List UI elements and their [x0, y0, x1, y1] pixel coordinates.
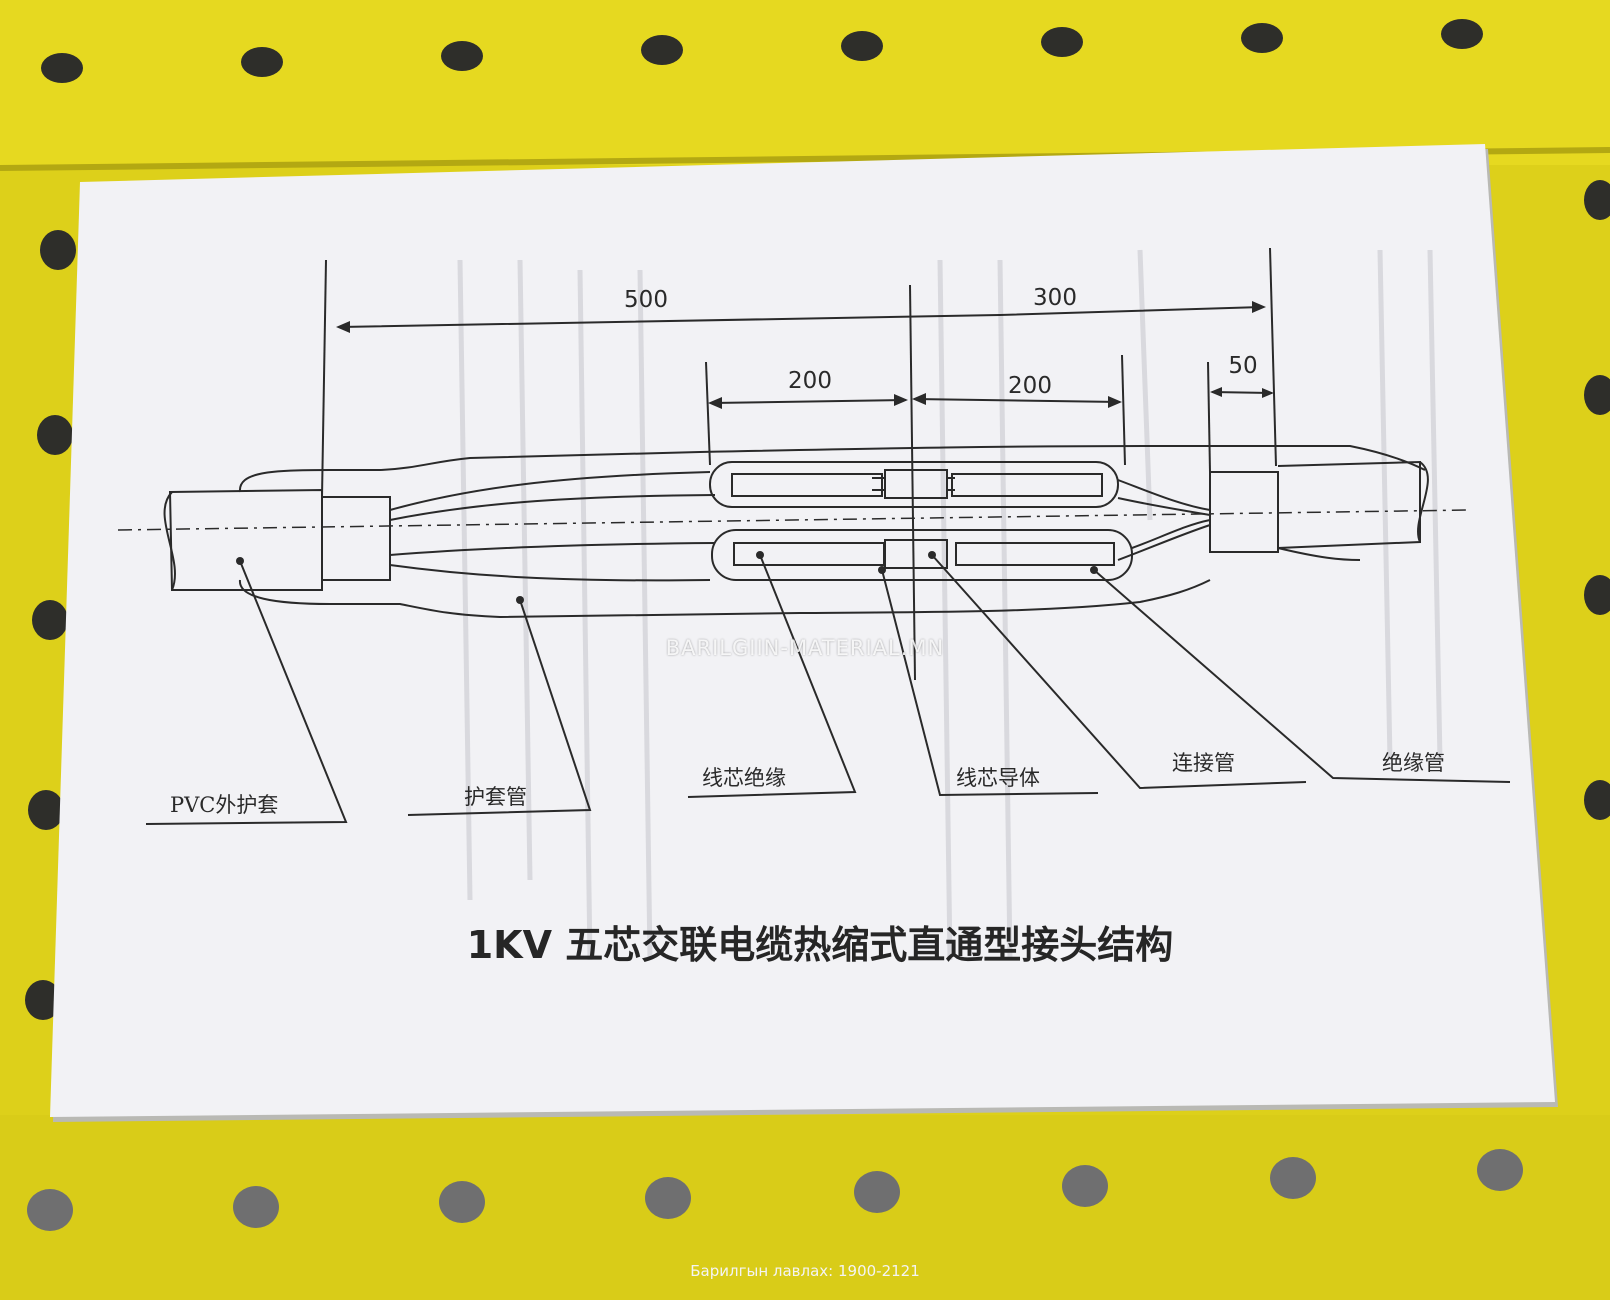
leader-sheath-tube [407, 599, 592, 816]
core-line [1117, 479, 1211, 511]
core-line [389, 542, 716, 556]
sheath-tube-bottom [238, 579, 1211, 619]
board-hole [37, 415, 73, 455]
upper-insulation-tube [709, 461, 1119, 508]
board-hole [41, 53, 83, 83]
label-sheath-tube: 护套管 [464, 785, 527, 809]
dimension-line-overall [339, 306, 1263, 328]
board-hole [1584, 180, 1610, 220]
center-line [117, 509, 1471, 531]
core-line [389, 494, 716, 521]
upper-connector-tube [884, 469, 948, 499]
leader-dot [928, 551, 936, 559]
arrowhead [1108, 396, 1122, 408]
board-hole [1584, 780, 1610, 820]
extension-line [705, 361, 711, 466]
label-pvc-sheath: PVC外护套 [170, 793, 278, 817]
board-hole [27, 1189, 73, 1231]
leader-pvc-sheath [145, 560, 348, 825]
right-cable-end [1277, 460, 1421, 549]
extension-line [1207, 361, 1211, 473]
label-core-conductor: 线芯导体 [956, 766, 1040, 790]
paper-sheet [50, 144, 1555, 1117]
core-line [389, 564, 711, 582]
board-hole [32, 600, 68, 640]
upper-core-insulation [731, 473, 883, 497]
leader-insulation-tube [1093, 569, 1511, 783]
core-line [1131, 519, 1211, 549]
right-sheath-edge [1277, 547, 1361, 561]
arrowhead [1210, 387, 1222, 397]
footer-caption: Барилгын лавлах: 1900-2121 [690, 1262, 920, 1280]
extension-line [909, 284, 916, 681]
leader-connector-tube [931, 554, 1307, 790]
board-hole [1584, 575, 1610, 615]
board-hole [233, 1186, 279, 1228]
arrowhead [336, 321, 350, 333]
board-holes [25, 19, 1610, 1231]
arrowhead [912, 393, 926, 405]
watermark: BARILGIIN-MATERIAL.MN [665, 636, 945, 660]
lower-core-insulation-right [955, 542, 1115, 566]
dimension-line-inner-right [913, 398, 1121, 403]
board-hole [1041, 27, 1083, 57]
extension-line [1121, 354, 1126, 466]
leader-dot [1090, 566, 1098, 574]
arrowhead [708, 397, 722, 409]
core-line [1117, 524, 1211, 561]
leader-dot [756, 551, 764, 559]
core-line [1117, 497, 1211, 516]
board-hole [441, 41, 483, 71]
leader-core-insulation [687, 554, 857, 798]
leader-dots [236, 551, 1098, 604]
board-hole [439, 1181, 485, 1223]
board-hole [1270, 1157, 1316, 1199]
arrowhead [1262, 388, 1274, 398]
board-hole [1477, 1149, 1523, 1191]
cable-joint-drawing [117, 247, 1511, 825]
right-cable-break [1417, 461, 1429, 543]
label-insulation-tube: 绝缘管 [1382, 751, 1445, 775]
dimension-inner-right: 200 [1008, 373, 1052, 399]
right-sheath-step [1209, 471, 1279, 553]
dimension-line-inner-left [711, 399, 907, 404]
core-line [389, 471, 711, 511]
board-hole [1062, 1165, 1108, 1207]
extension-line [321, 259, 327, 498]
board-hole [1441, 19, 1483, 49]
dimension-inner-left: 200 [788, 368, 832, 394]
dimension-end: 50 [1228, 353, 1257, 379]
board-hole [645, 1177, 691, 1219]
sheath-tube-top [238, 445, 1426, 493]
board-hole [241, 47, 283, 77]
board-hole [841, 31, 883, 61]
lower-connector-tube [884, 539, 948, 569]
diagram-title: 1KV 五芯交联电缆热缩式直通型接头结构 [467, 923, 1174, 967]
board-hole [1584, 375, 1610, 415]
leader-core-conductor [881, 569, 1099, 797]
upper-core-insulation-right [951, 473, 1103, 497]
dimension-overall-left: 500 [624, 287, 668, 313]
extension-line [1269, 247, 1277, 467]
left-cable-end [168, 488, 323, 591]
left-cable-break [163, 491, 176, 591]
board-top-rail [0, 0, 1610, 165]
board-hole [641, 35, 683, 65]
board-hole [25, 980, 61, 1020]
arrowhead [894, 394, 908, 406]
left-sheath-step [321, 496, 391, 581]
board-hole [40, 230, 76, 270]
board-hole [854, 1171, 900, 1213]
leader-dot [516, 596, 524, 604]
board-hole [28, 790, 64, 830]
arrowhead [1252, 301, 1266, 313]
dimension-overall-right: 300 [1033, 285, 1077, 311]
board-hole [1241, 23, 1283, 53]
label-connector-tube: 连接管 [1172, 751, 1235, 775]
leader-dot [878, 566, 886, 574]
label-core-insulation: 线芯绝缘 [702, 766, 786, 790]
leader-dot [236, 557, 244, 565]
